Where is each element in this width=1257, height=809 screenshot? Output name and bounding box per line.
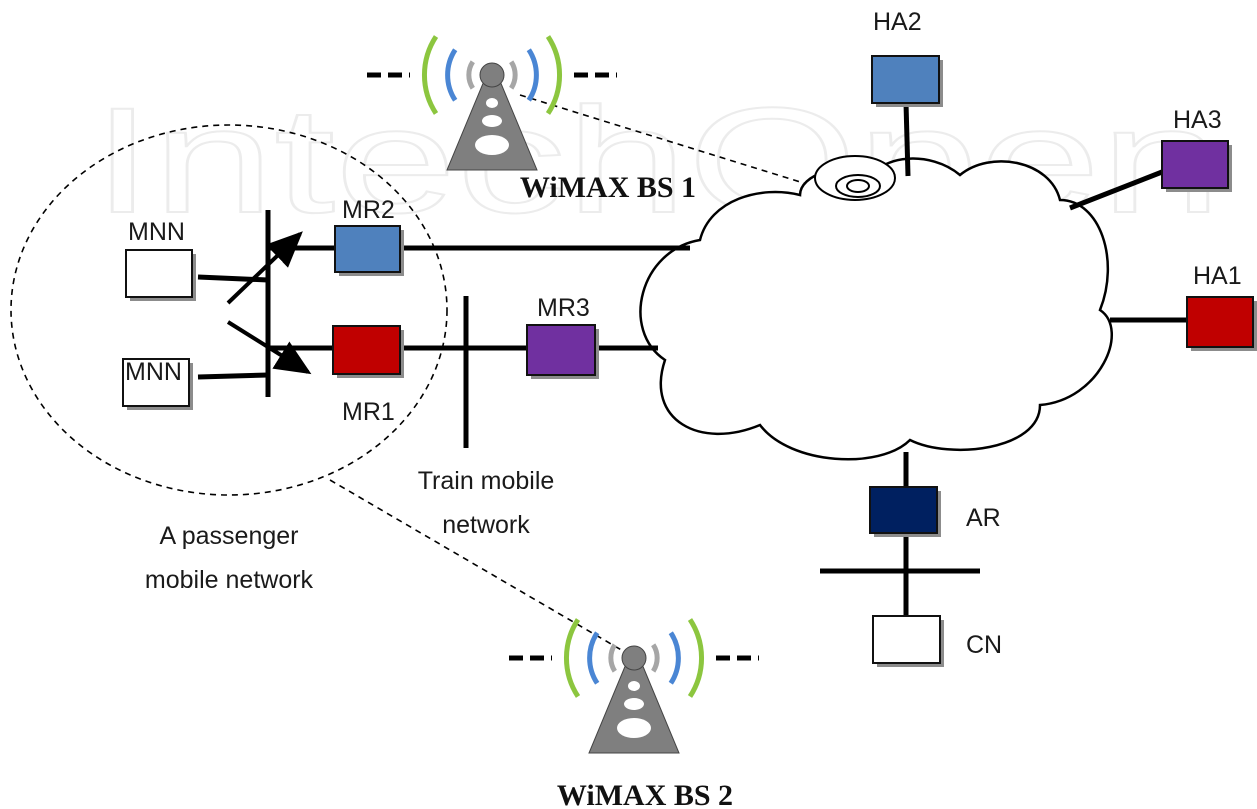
signal-wave-right-1 bbox=[526, 48, 539, 102]
wimax-bs2-tower-icon bbox=[509, 618, 759, 754]
tower-hole bbox=[624, 698, 644, 710]
mr3-box bbox=[526, 324, 596, 376]
signal-wave-right-2 bbox=[687, 618, 705, 698]
signal-wave-right-0 bbox=[509, 60, 518, 90]
signal-wave-right-1 bbox=[668, 631, 681, 685]
mr1-label: MR1 bbox=[342, 398, 395, 426]
ha3-label: HA3 bbox=[1173, 106, 1222, 134]
signal-wave-left-1 bbox=[587, 631, 600, 685]
tower-antenna bbox=[479, 62, 505, 88]
signal-wave-left-2 bbox=[421, 35, 439, 115]
radio-link-bs1 bbox=[519, 94, 811, 186]
cn-box bbox=[872, 615, 941, 664]
wired-links bbox=[197, 102, 1187, 616]
internet-cloud bbox=[639, 155, 1113, 461]
radio-link-bs2 bbox=[329, 479, 631, 656]
wimax-bs1-label: WiMAX BS 1 bbox=[520, 171, 696, 204]
link-mnn-top bbox=[197, 274, 269, 283]
mr2-box bbox=[334, 225, 401, 273]
ha2-box bbox=[871, 55, 940, 104]
cn-label: CN bbox=[966, 631, 1002, 659]
tower-hole bbox=[628, 681, 640, 691]
signal-wave-left-0 bbox=[608, 643, 617, 673]
ha2-label: HA2 bbox=[873, 8, 922, 36]
signal-wave-left-1 bbox=[445, 48, 458, 102]
tower-hole bbox=[475, 135, 509, 155]
link-ha2-cloud bbox=[903, 102, 911, 177]
signal-wave-left-2 bbox=[563, 618, 581, 698]
signal-wave-right-0 bbox=[651, 643, 660, 673]
mr3-label: MR3 bbox=[537, 294, 590, 322]
mnn-bottom-box bbox=[122, 358, 190, 407]
mnn-top-box bbox=[125, 249, 193, 298]
wimax-bs1-tower-icon bbox=[367, 35, 617, 171]
cloud-router-icon bbox=[814, 155, 896, 201]
ha1-label: HA1 bbox=[1193, 262, 1242, 290]
tower-hole bbox=[482, 115, 502, 127]
arrow-to-mr1 bbox=[226, 320, 312, 375]
tower-antenna bbox=[621, 645, 647, 671]
ar-box bbox=[869, 486, 938, 534]
mnn-top-label: MNN bbox=[128, 218, 185, 246]
wimax-bs2-label: WiMAX BS 2 bbox=[557, 779, 733, 809]
tower-hole bbox=[617, 718, 651, 738]
passenger-network-label-line1: A passenger bbox=[160, 522, 299, 550]
mr1-box bbox=[332, 325, 401, 375]
tower-hole bbox=[486, 98, 498, 108]
link-mnn-bottom bbox=[197, 372, 269, 380]
train-network-label-line2: network bbox=[442, 511, 530, 539]
signal-wave-right-2 bbox=[545, 35, 563, 115]
ha3-box bbox=[1161, 140, 1229, 189]
mnn-bottom-label: MNN bbox=[125, 358, 182, 386]
arrow-to-mr2 bbox=[226, 231, 303, 305]
train-network-label-line1: Train mobile bbox=[418, 467, 555, 495]
mr2-label: MR2 bbox=[342, 196, 395, 224]
link-ha3-cloud bbox=[1069, 169, 1163, 211]
passenger-network-label-line2: mobile network bbox=[145, 566, 314, 594]
signal-wave-left-0 bbox=[466, 60, 475, 90]
passenger-network-boundary bbox=[10, 124, 448, 496]
ar-label: AR bbox=[966, 504, 1001, 532]
ha1-box bbox=[1186, 296, 1254, 348]
